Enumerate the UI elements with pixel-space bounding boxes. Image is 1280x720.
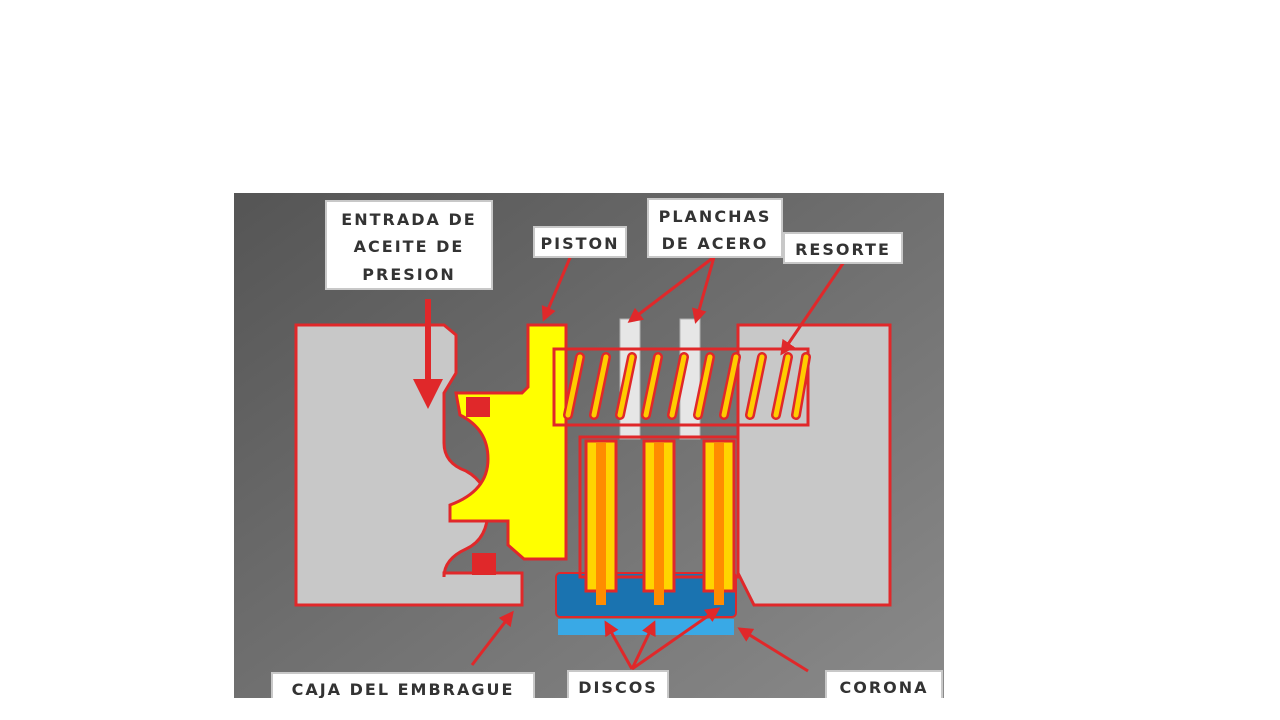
arrow-disc-1 xyxy=(604,620,634,670)
label-box xyxy=(533,226,627,258)
piston-seal-lower xyxy=(472,553,496,575)
arrow-clutch-case xyxy=(470,610,514,666)
spring-coil xyxy=(773,354,791,418)
label-steel-plates-line1: PLANCHAS xyxy=(659,207,772,226)
arrow-disc-3 xyxy=(631,607,721,671)
label-box xyxy=(567,670,669,698)
label-spring-text: RESORTE xyxy=(795,240,891,259)
label-box xyxy=(271,672,535,698)
arrow-piston xyxy=(541,252,574,322)
spring-coil xyxy=(721,354,739,418)
spring-frame xyxy=(552,347,810,427)
label-clutch-case-text: CAJA DEL EMBRAGUE xyxy=(292,680,515,698)
spring-coil xyxy=(695,354,713,418)
label-clutch-case: CAJA DEL EMBRAGUE xyxy=(271,672,535,698)
piston-seal-upper xyxy=(466,397,490,417)
label-crown: CORONA xyxy=(825,670,943,698)
label-discs-text: DISCOS xyxy=(578,678,658,697)
spring-coil xyxy=(591,354,609,418)
label-steel-plates: PLANCHAS DE ACERO xyxy=(647,198,783,258)
arrow-crown xyxy=(737,627,809,673)
spring xyxy=(552,347,811,427)
label-steel-plates-line2: DE ACERO xyxy=(662,234,769,253)
spring-coil xyxy=(617,354,635,418)
discs-block-lower-band xyxy=(558,619,734,635)
label-box xyxy=(783,232,903,264)
clutch-diagram-svg: ENTRADA DE ACEITE DE PRESION PISTON PLAN… xyxy=(234,193,944,698)
label-oil-inlet-line3: PRESION xyxy=(362,265,455,284)
arrow-disc-2 xyxy=(630,620,656,670)
friction-plate-core xyxy=(654,443,664,605)
label-box xyxy=(825,670,943,698)
arrow-steel-plate-2 xyxy=(692,256,716,324)
spring-coil xyxy=(669,354,687,418)
label-crown-text: CORONA xyxy=(839,678,928,697)
friction-plate-core xyxy=(596,443,606,605)
label-piston: PISTON xyxy=(533,226,627,258)
friction-plate-core xyxy=(714,443,724,605)
friction-plates xyxy=(584,439,736,605)
label-piston-text: PISTON xyxy=(540,234,619,253)
arrow-steel-plate-1 xyxy=(627,255,715,323)
spring-coil xyxy=(793,354,809,418)
label-box xyxy=(325,200,493,290)
label-box xyxy=(647,198,783,258)
spring-coil xyxy=(565,354,583,418)
label-spring: RESORTE xyxy=(783,232,903,264)
spring-coil xyxy=(643,354,661,418)
label-discs: DISCOS xyxy=(567,670,669,698)
label-oil-inlet-line1: ENTRADA DE xyxy=(341,210,476,229)
label-oil-inlet-line2: ACEITE DE xyxy=(354,237,465,256)
piston xyxy=(448,323,568,561)
arrow-spring xyxy=(780,258,848,356)
clutch-diagram: ENTRADA DE ACEITE DE PRESION PISTON PLAN… xyxy=(234,193,944,698)
spring-coil xyxy=(747,354,765,418)
label-oil-inlet: ENTRADA DE ACEITE DE PRESION xyxy=(325,200,493,290)
